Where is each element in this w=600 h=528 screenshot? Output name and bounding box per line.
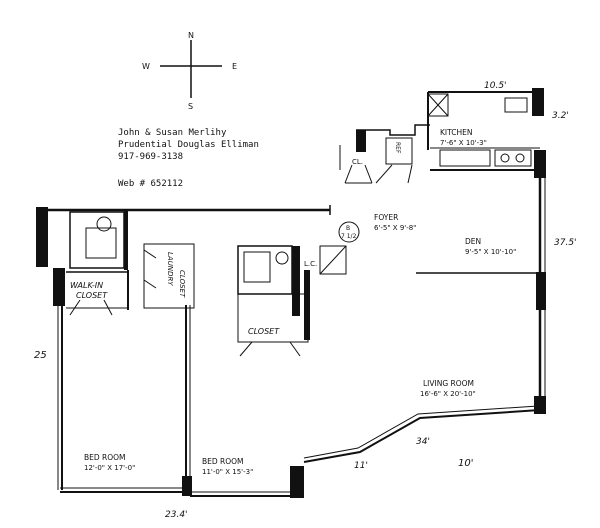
room-labels: KITCHEN 7'-6" X 10'-3" FOYER 6'-5" X 9'-… [84,128,516,476]
bath-1-wall [124,210,128,270]
unit-badge-circle [338,221,360,243]
measure-bay-b: 11' [354,461,368,471]
measure-bottom-right: 10' [458,458,473,469]
interior-walls [66,210,347,492]
wall-west-column [53,268,65,306]
measure-bay-a: 34' [416,437,430,447]
bedroom-1-dims: 12'-0" X 17'-0" [84,464,135,472]
wall-bay-window-inner [303,405,539,459]
foyer-dims: 6'-5" X 9'-8" [374,224,416,232]
wall-northwest-column [36,207,48,267]
closet-labels: WALK-IN CLOSET CLOSET LAUNDRY CLOSET L.C… [70,142,401,336]
stove-burner-a [500,153,510,163]
compass-rose: N S E W [142,31,237,111]
kitchen-counter [439,149,491,167]
compass-north-label: N [188,31,194,40]
unit-badge: B 7 1/2 [338,221,360,243]
linen-closet [319,245,347,275]
living-room-dims: 16'-6" X 20'-10" [420,390,476,398]
refrigerator-label: REF [394,142,401,154]
compass-east-label: E [232,62,237,71]
bath-2-tile [243,251,271,283]
walk-in-closet-label: CLOSET [76,291,108,300]
wall-south-column-b [290,466,304,498]
ref-doors [375,164,413,184]
wall-east-column-b [536,272,546,310]
wall-foyer-column [356,130,366,152]
agent-names: John & Susan Merlihy [118,128,227,138]
agent-phone: 917-969-3138 [118,152,183,162]
compass-south-label: S [188,102,193,111]
bath-1-sink [96,216,112,232]
bedroom-2-label: BED ROOM [202,457,244,466]
closet-cl-label: CL. [352,158,363,166]
laundry-closet-label: CLOSET [178,270,186,298]
unit-badge-bath-count: 7 1/2 [341,233,357,240]
linen-closet-label: L.C. [304,260,317,268]
closet-cl-doors [344,164,373,184]
agent-info: John & Susan Merlihy Prudential Douglas … [118,128,259,189]
closet-bed2-doors [239,341,301,357]
measure-kitchen-side: 3.2' [552,111,569,121]
bath-1-tile [85,227,117,259]
walk-in-label: WALK-IN [70,281,103,290]
agent-web-id: Web # 652112 [118,179,183,189]
measure-bottom-left: 23.4' [165,510,188,520]
unit-badge-line: B [346,225,350,232]
bedroom-1-label: BED ROOM [84,453,126,462]
kitchen-stove [494,149,532,167]
refrigerator [385,137,413,165]
bath-2-sink [275,251,289,265]
den-dims: 9'-5" X 10'-10" [465,248,516,256]
stove-burner-b [515,153,525,163]
wall-bay-window [303,409,541,463]
laundry-label: LAUNDRY [166,252,174,286]
measure-kitchen-top: 10.5' [484,81,507,91]
laundry-closet [143,243,195,309]
kitchen-label: KITCHEN [440,128,473,137]
wall-east-column-c [534,396,546,414]
measure-den-side: 37.5' [554,238,577,248]
bedroom-2-dims: 11'-0" X 15'-3" [202,468,253,476]
wall-east-column-a [534,150,546,178]
handwritten-measurements: 10.5' 3.2' 37.5' 25 34' 11' 10' 23.4' [34,81,577,520]
laundry-doors [143,249,157,289]
kitchen-sink-cross-b [427,93,449,117]
kitchen-dims: 7'-6" X 10'-3" [440,139,487,147]
linen-closet-diagonal [319,245,347,275]
foyer-label: FOYER [374,213,398,222]
compass-west-label: W [142,62,150,71]
wall-kitchen-column [532,88,544,116]
living-room-label: LIVING ROOM [423,379,474,388]
bath-2 [237,245,293,295]
agent-company: Prudential Douglas Elliman [118,140,259,150]
den-label: DEN [465,237,481,246]
kitchen-sink-cabinet [427,93,449,117]
walls [36,88,546,498]
wall-foyer-stepped [356,124,430,136]
wall-foyer-west [304,270,310,340]
kitchen-sink [504,97,528,113]
bath-2-wall [292,246,300,316]
measure-left-side: 25 [34,350,47,361]
closet-label: CLOSET [248,327,280,336]
